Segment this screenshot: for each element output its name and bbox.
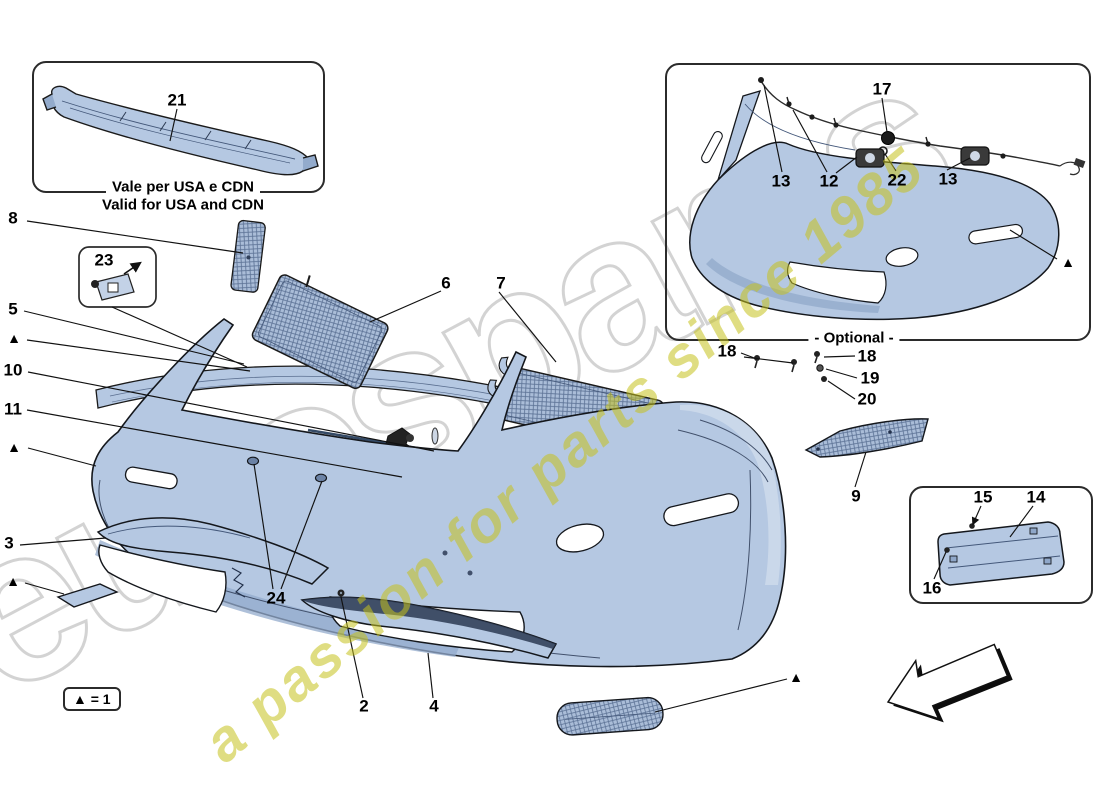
callout-16: 16 bbox=[922, 578, 942, 598]
sensor-harness bbox=[758, 77, 1086, 176]
caption-usa-english: Valid for USA and CDN bbox=[96, 196, 270, 214]
callout-20: 20 bbox=[857, 389, 877, 409]
parking-sensor bbox=[881, 131, 895, 145]
triangle-marker-2: ▲ bbox=[7, 439, 21, 455]
callout-17: 17 bbox=[872, 79, 892, 99]
detail-box-23 bbox=[78, 246, 157, 308]
part-3-lip bbox=[96, 517, 330, 585]
sensor-holder-left bbox=[855, 148, 885, 168]
callout-14: 14 bbox=[1026, 487, 1046, 507]
plate-bracket bbox=[937, 521, 1065, 586]
part-21-strip bbox=[42, 85, 319, 176]
direction-arrow bbox=[886, 643, 1013, 723]
grommet-24b bbox=[314, 473, 328, 483]
callout-13-left: 13 bbox=[771, 171, 791, 191]
callout-2: 2 bbox=[359, 696, 369, 716]
harness-connector bbox=[1073, 158, 1086, 168]
part-4-lip bbox=[300, 589, 558, 659]
sensor-holder-right bbox=[960, 146, 990, 166]
callout-18-left: 18 bbox=[717, 341, 737, 361]
triangle-marker-4: ▲ bbox=[789, 669, 803, 685]
callout-7: 7 bbox=[496, 273, 506, 293]
callout-8: 8 bbox=[8, 208, 18, 228]
triangle-marker-5: ▲ bbox=[1061, 254, 1075, 270]
part-6-grille bbox=[251, 274, 389, 390]
triangle-sliver-part bbox=[56, 583, 119, 608]
harness-clips bbox=[758, 77, 1006, 159]
bottom-mesh-trim bbox=[556, 696, 664, 736]
callout-11: 11 bbox=[4, 399, 22, 419]
callout-15: 15 bbox=[973, 487, 993, 507]
triangle-marker-3: ▲ bbox=[6, 573, 20, 589]
main-bumper bbox=[91, 318, 787, 668]
triangle-marker-1: ▲ bbox=[7, 330, 21, 346]
screw-16 bbox=[944, 547, 950, 553]
callout-22: 22 bbox=[887, 170, 907, 190]
part-9-side-grille bbox=[804, 418, 929, 458]
callout-3: 3 bbox=[4, 533, 14, 553]
callout-9: 9 bbox=[851, 486, 861, 506]
callout-18-right: 18 bbox=[857, 346, 877, 366]
optional-inset-bumper bbox=[689, 90, 1060, 321]
grommet-24a bbox=[246, 456, 260, 466]
legend-box: ▲ = 1 bbox=[63, 687, 121, 711]
callout-5: 5 bbox=[8, 299, 18, 319]
part-8-trim bbox=[230, 219, 266, 293]
fitting-hardware bbox=[754, 351, 827, 382]
leader-lines bbox=[19, 84, 1058, 713]
inset-box-plate bbox=[909, 486, 1093, 604]
caption-usa-italian: Vale per USA e CDN bbox=[106, 178, 260, 196]
callout-10: 10 bbox=[3, 360, 23, 380]
caption-optional: - Optional - bbox=[808, 329, 900, 347]
callout-24: 24 bbox=[266, 588, 286, 608]
callout-19: 19 bbox=[860, 368, 880, 388]
callout-13-right: 13 bbox=[938, 169, 958, 189]
callout-23: 23 bbox=[94, 250, 114, 270]
callout-6: 6 bbox=[441, 273, 451, 293]
screw-15 bbox=[969, 523, 975, 529]
callout-21: 21 bbox=[167, 90, 187, 110]
callout-4: 4 bbox=[429, 696, 439, 716]
callout-12: 12 bbox=[819, 171, 839, 191]
